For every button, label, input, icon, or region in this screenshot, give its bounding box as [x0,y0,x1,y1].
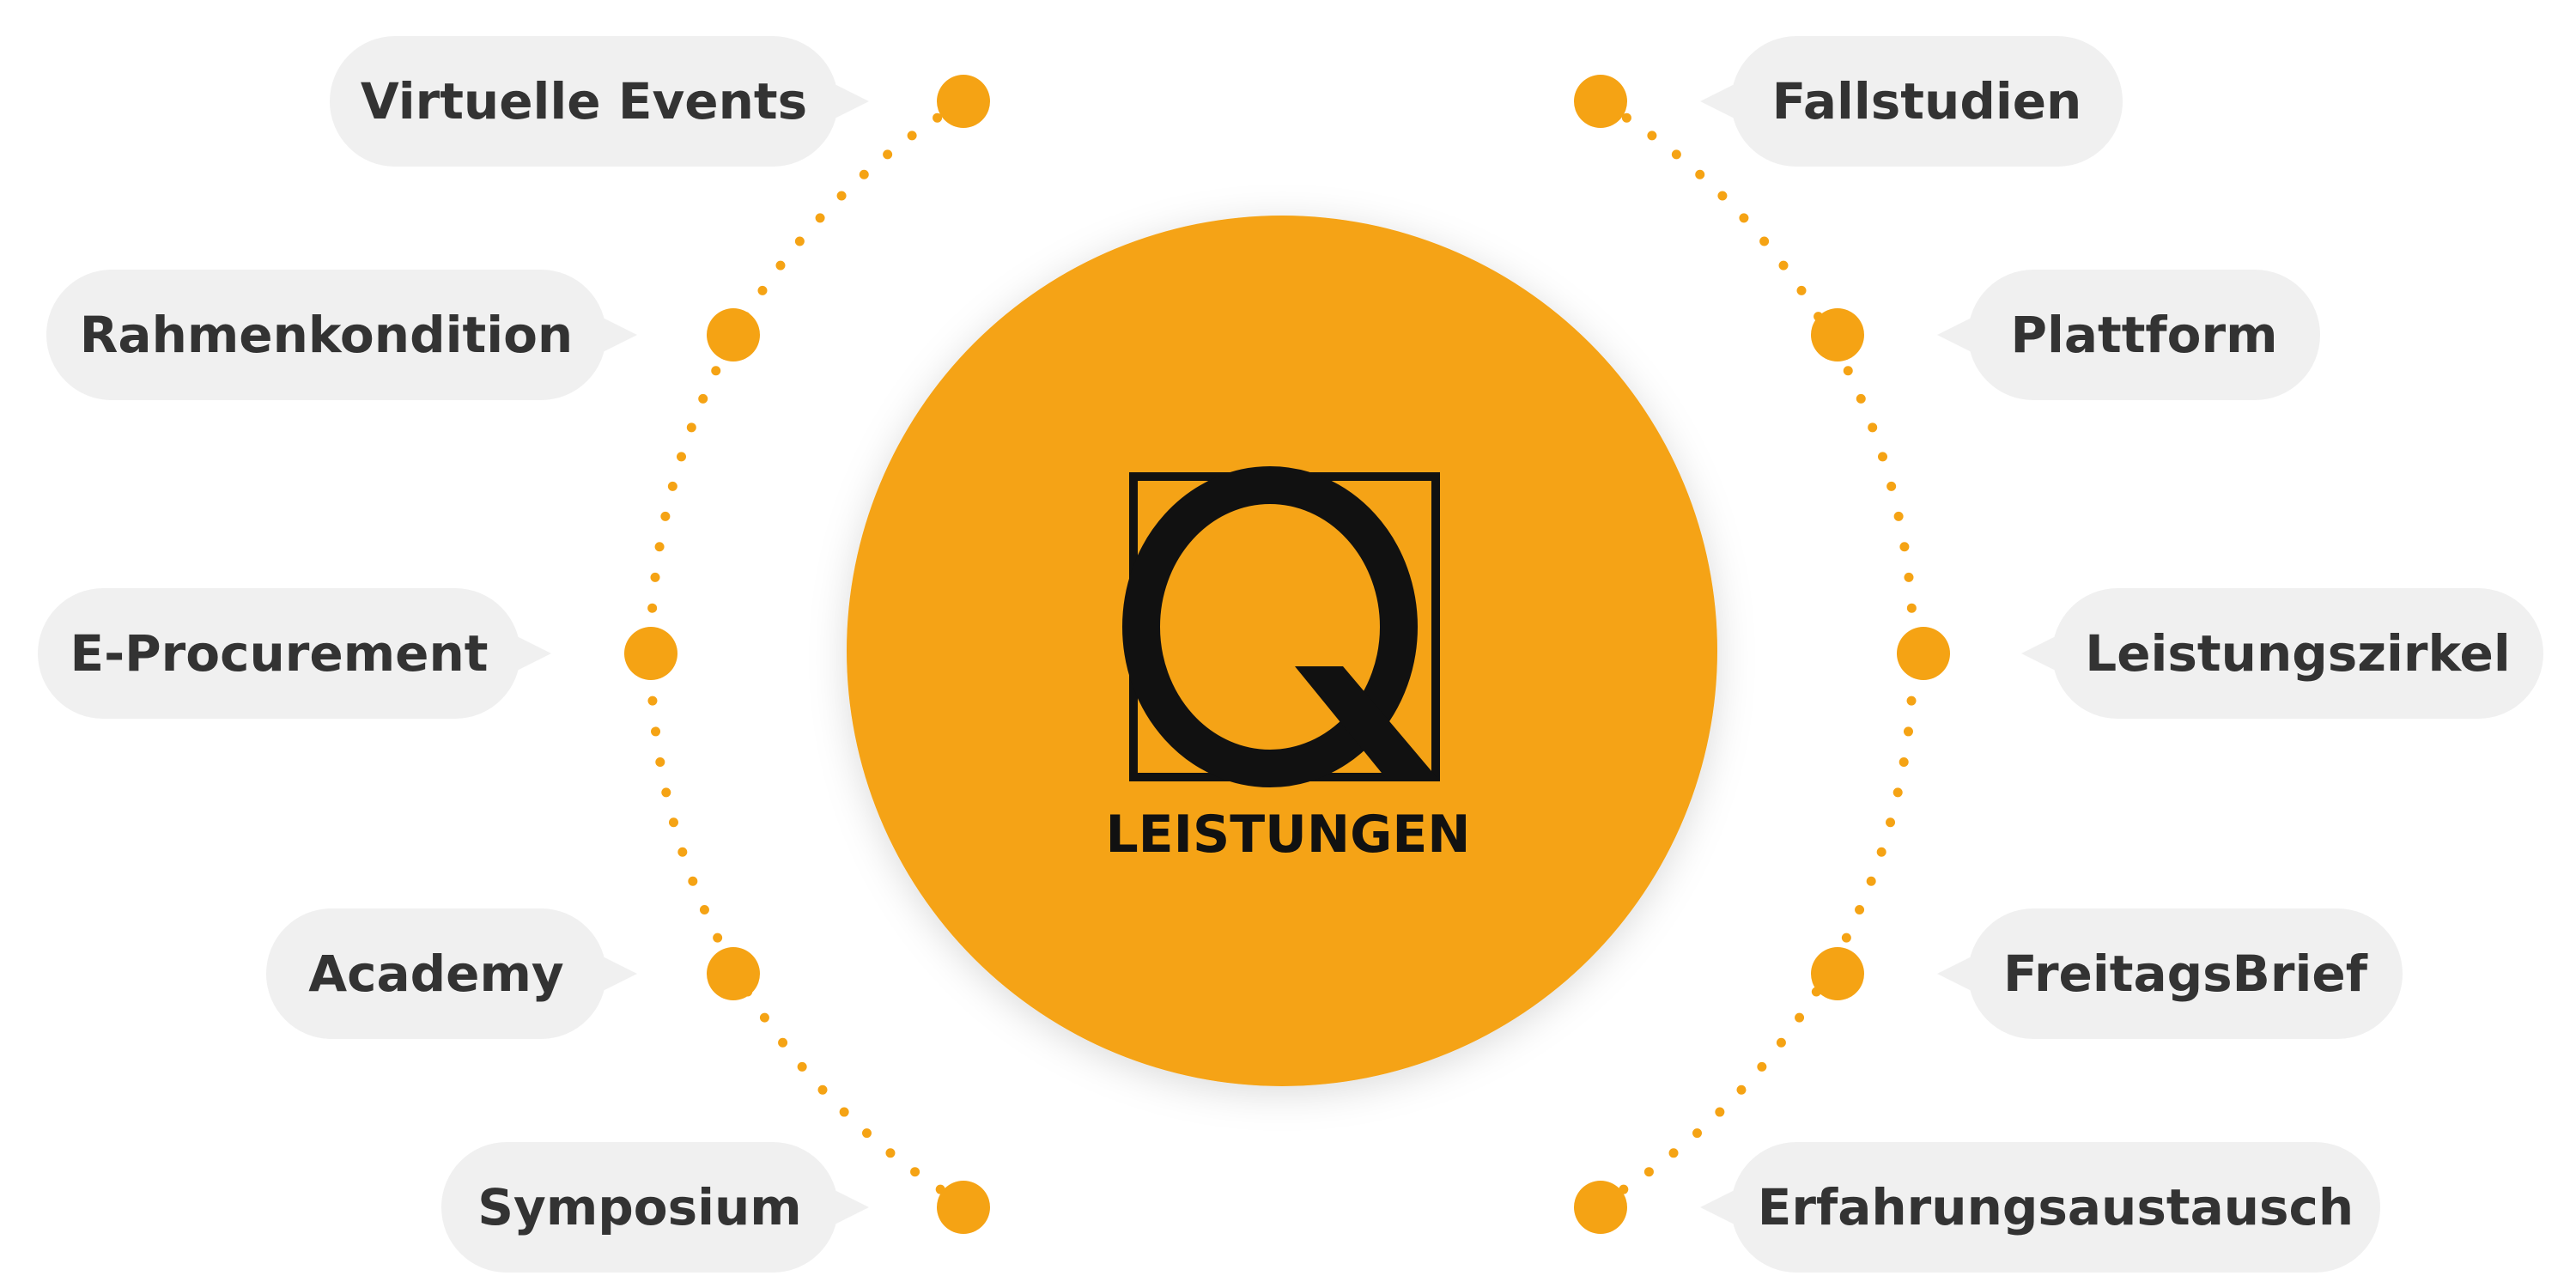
speech-bubble [1968,270,2320,400]
connector-dot [1574,1181,1627,1234]
bubble-pointer [1937,951,1982,996]
speech-bubble [46,270,606,400]
speech-bubble [1968,908,2403,1039]
item-leistungszirkel[interactable]: Leistungszirkel [1897,588,2543,719]
item-label: Leistungszirkel [2085,624,2511,683]
item-e-procurement[interactable]: E-Procurement [38,588,677,719]
bubble-pointer [507,631,551,676]
bubble-pointer [592,313,637,357]
item-academy[interactable]: Academy [266,908,760,1039]
speech-bubble [38,588,520,719]
connector-dot [707,947,760,1000]
speech-bubble [2052,588,2543,719]
item-label: Fallstudien [1772,72,2082,131]
bubble-pointer [2021,631,2066,676]
speech-bubble [266,908,606,1039]
connector-dot [1811,308,1864,361]
left-dotted-arc [646,96,969,1209]
item-label: Academy [308,945,564,1003]
bubble-pointer [824,79,869,124]
connector-dot [1811,947,1864,1000]
hub: LEISTUNGEN [847,216,1717,1086]
right-dotted-arc [1595,96,1918,1209]
speech-bubble [441,1142,838,1273]
item-label: Erfahrungsaustausch [1758,1178,2354,1236]
connector-dot [1897,627,1950,680]
item-freitagsbrief[interactable]: FreitagsBrief [1811,908,2403,1039]
connector-dot [707,308,760,361]
bubble-pointer [1700,79,1745,124]
speech-bubble [330,36,838,167]
bubble-pointer [592,951,637,996]
item-label: E-Procurement [70,624,488,683]
item-label: Plattform [2010,306,2277,364]
speech-bubble [1731,36,2123,167]
item-symposium[interactable]: Symposium [441,1142,990,1273]
item-virtuelle-events[interactable]: Virtuelle Events [330,36,990,167]
hub-circle [847,216,1717,1086]
item-plattform[interactable]: Plattform [1811,270,2320,400]
item-rahmenkondition[interactable]: Rahmenkondition [46,270,760,400]
connector-dot [1574,75,1627,128]
bubble-pointer [1937,313,1982,357]
item-label: Virtuelle Events [361,72,807,131]
connector-dot [937,1181,990,1234]
hub-label: LEISTUNGEN [1105,805,1470,865]
item-label: FreitagsBrief [2003,945,2368,1003]
item-erfahrungsaustausch[interactable]: Erfahrungsaustausch [1574,1142,2380,1273]
item-fallstudien[interactable]: Fallstudien [1574,36,2123,167]
speech-bubble [1731,1142,2380,1273]
item-label: Rahmenkondition [80,306,573,364]
connector-dot [624,627,677,680]
q-logo-icon [1122,466,1440,787]
connector-dot [937,75,990,128]
bubble-pointer [1700,1185,1745,1230]
bubble-pointer [824,1185,869,1230]
item-label: Symposium [477,1178,802,1236]
